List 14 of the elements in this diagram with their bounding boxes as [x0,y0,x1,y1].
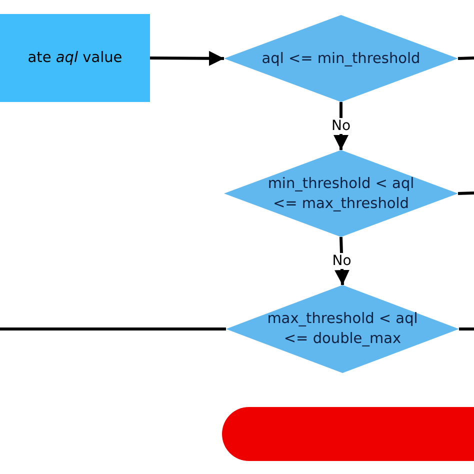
node-text: ate aql value [26,49,124,68]
connector-line [0,328,226,330]
arrow [150,50,224,66]
connector-line [458,56,474,60]
node-text: min_threshold < aql <= max_threshold [266,174,416,214]
process-box [0,14,150,102]
node-text: aql <= min_threshold [260,50,422,68]
arrow [334,236,350,286]
connector-line [458,192,474,195]
edge-label: No [330,118,352,134]
node-text: max_threshold < aql <= double_max [266,310,419,349]
edge-label: No [331,253,352,269]
arrow [334,102,348,150]
connector-line [459,328,474,330]
